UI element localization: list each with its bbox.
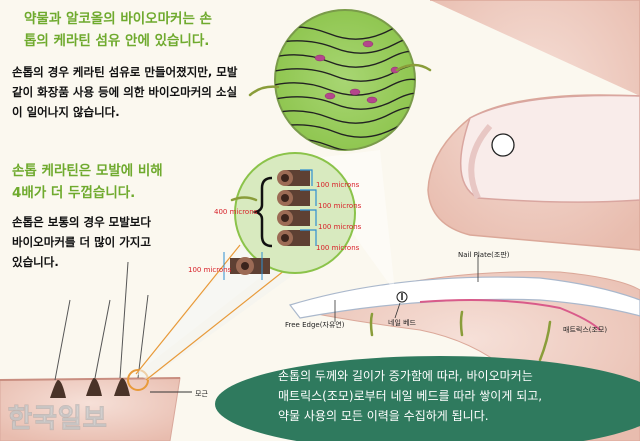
keratin-fiber-circle [274, 9, 416, 151]
heading-line: 손톱 케라틴은 모발에 비해 [12, 163, 163, 179]
label-100-microns: 100 microns [188, 266, 232, 274]
label-free-edge: Free Edge(자유연) [285, 321, 345, 329]
label-100-microns: 100 microns [316, 244, 360, 252]
paragraph-biomarker-retention: 손톱의 경우 케라틴 섬유로 만들어졌지만, 모발 같이 화장품 사용 등에 의… [12, 62, 237, 122]
paragraph-line: 같이 화장품 사용 등에 의한 바이오마커의 소실 [12, 85, 238, 99]
paragraph-line: 손톱의 경우 케라틴 섬유로 만들어졌지만, 모발 [12, 65, 238, 79]
summary-oval [215, 356, 640, 441]
summary-line: 매트릭스(조모)로부터 네일 베드를 따라 쌓이게 되고, [278, 389, 543, 403]
heading-line: 약물과 알코올의 바이오마커는 손 [24, 11, 212, 27]
label-follicle: 모근 [195, 390, 208, 398]
label-nail-bed: 네일 베드 [388, 319, 416, 327]
heading-biomarker-location: 약물과 알코올의 바이오마커는 손 톱의 케라틴 섬유 안에 있습니다. [24, 8, 212, 52]
paragraph-line: 손톱은 보통의 경우 모발보다 [12, 215, 151, 229]
paragraph-more-biomarkers: 손톱은 보통의 경우 모발보다 바이오마커를 더 많이 가지고 있습니다. [12, 212, 151, 272]
label-100-microns: 100 microns [318, 223, 362, 231]
heading-keratin-thickness: 손톱 케라틴은 모발에 비해 4배가 더 두껍습니다. [12, 160, 163, 204]
paragraph-line: 바이오마커를 더 많이 가지고 [12, 235, 151, 249]
heading-line: 4배가 더 두껍습니다. [12, 185, 136, 201]
label-400-microns: 400 microns [214, 208, 258, 216]
label-100-microns: 100 microns [316, 181, 360, 189]
summary-text: 손톱의 두께와 길이가 증가함에 따라, 바이오마커는 매트릭스(조모)로부터 … [278, 366, 542, 426]
single-hair-zoom [223, 252, 270, 280]
paragraph-line: 있습니다. [12, 255, 59, 269]
hair-fiber-circle [234, 152, 356, 274]
paragraph-line: 이 일어나지 않습니다. [12, 105, 120, 119]
heading-line: 톱의 케라틴 섬유 안에 있습니다. [24, 33, 210, 49]
summary-line: 약물 사용의 모든 이력을 수집하게 됩니다. [278, 409, 489, 423]
summary-line: 손톱의 두께와 길이가 증가함에 따라, 바이오마커는 [278, 369, 533, 383]
finger-illustration [427, 0, 640, 251]
label-100-microns: 100 microns [318, 202, 362, 210]
watermark-logo: 한국일보 [8, 404, 108, 435]
label-nail-plate: Nail Plate(조판) [458, 251, 510, 259]
label-matrix: 매트릭스(조모) [563, 326, 608, 334]
